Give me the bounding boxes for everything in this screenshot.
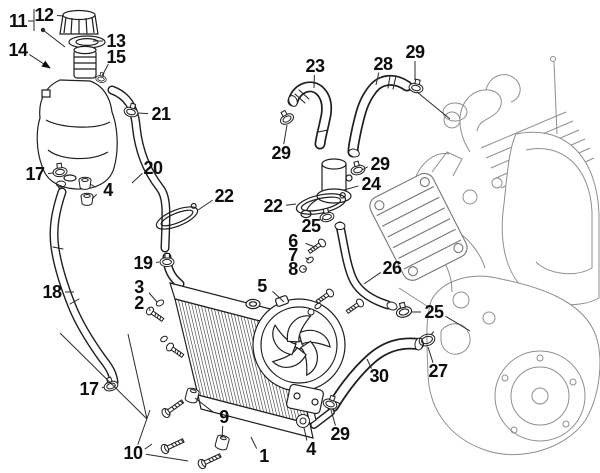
callout-7: 7	[288, 245, 298, 265]
callout-4: 4	[103, 180, 113, 200]
callout-1: 1	[259, 446, 269, 466]
reference-lines	[28, 9, 451, 420]
callout-11: 11	[8, 11, 28, 31]
leader-line-28	[375, 72, 380, 86]
callout-22: 22	[263, 196, 283, 216]
callout-14: 14	[8, 40, 28, 60]
leader-line-29	[361, 166, 368, 171]
leader-line-4	[303, 427, 308, 441]
leader-line-17	[101, 386, 105, 389]
callout-25: 25	[424, 302, 444, 322]
callout-4: 4	[306, 439, 316, 459]
pump-gasket	[155, 202, 199, 230]
leader-line-7	[305, 257, 310, 261]
expansion-tank	[36, 9, 118, 194]
callout-15: 15	[106, 47, 126, 67]
leader-line-1	[250, 436, 258, 449]
tank-cap	[59, 9, 99, 35]
callout-21: 21	[151, 104, 171, 124]
callout-17: 17	[25, 164, 45, 184]
callout-22: 22	[214, 186, 234, 206]
leader-line-10	[145, 453, 189, 462]
callout-23: 23	[305, 56, 325, 76]
valve-cover-sketch	[369, 172, 468, 281]
leader-line-22	[197, 199, 213, 211]
leader-line-25	[445, 315, 471, 332]
callout-9: 9	[219, 407, 229, 427]
callout-2: 2	[134, 293, 144, 313]
callout-19: 19	[133, 253, 153, 273]
leader-line-29	[283, 124, 288, 145]
leader-line-9	[221, 425, 224, 439]
leader-line-22	[285, 203, 297, 206]
callout-13: 13	[106, 31, 126, 51]
callout-29: 29	[330, 424, 350, 444]
leader-line-25	[321, 217, 324, 222]
callout-20: 20	[143, 158, 163, 178]
callout-28: 28	[373, 54, 393, 74]
leader-line-4	[91, 194, 98, 200]
leader-line-30	[366, 358, 372, 369]
callout-5: 5	[257, 276, 267, 296]
leader-line-26	[363, 272, 381, 285]
leader-line-5	[272, 290, 285, 303]
callout-24: 24	[361, 174, 381, 194]
thermostat-gasket	[295, 192, 347, 215]
callout-6: 6	[288, 231, 298, 251]
leader-line-27	[427, 346, 434, 363]
callout-29: 29	[405, 42, 425, 62]
leader-line-29	[330, 409, 336, 426]
cooling-fan	[252, 295, 346, 415]
hoses	[49, 74, 424, 429]
small-parts	[51, 71, 438, 471]
callout-29: 29	[271, 143, 291, 163]
callout-29: 29	[370, 154, 390, 174]
leader-line-24	[343, 185, 359, 191]
leader-line-20	[131, 172, 143, 184]
callout-27: 27	[428, 361, 448, 381]
callout-25: 25	[301, 216, 321, 236]
callout-10: 10	[123, 443, 143, 463]
leader-line-15	[101, 64, 109, 77]
leader-line-10	[144, 443, 153, 450]
callout-26: 26	[382, 258, 402, 278]
leader-line-17	[47, 172, 55, 175]
leader-line-9	[194, 397, 214, 413]
callout-8: 8	[288, 259, 298, 279]
leader-line-10	[137, 409, 151, 445]
leader-line-3	[148, 292, 158, 303]
leader-line-6	[305, 242, 316, 248]
callout-30: 30	[369, 366, 389, 386]
leader-line-4	[89, 183, 96, 188]
leader-line-21	[137, 112, 149, 115]
callout-17: 17	[79, 379, 99, 399]
engine-sketch	[398, 56, 600, 456]
callout-18: 18	[42, 282, 62, 302]
leader-line-12	[56, 14, 65, 17]
callout-12: 12	[34, 5, 54, 25]
leader-line-14	[29, 53, 51, 69]
callout-3: 3	[134, 277, 144, 297]
